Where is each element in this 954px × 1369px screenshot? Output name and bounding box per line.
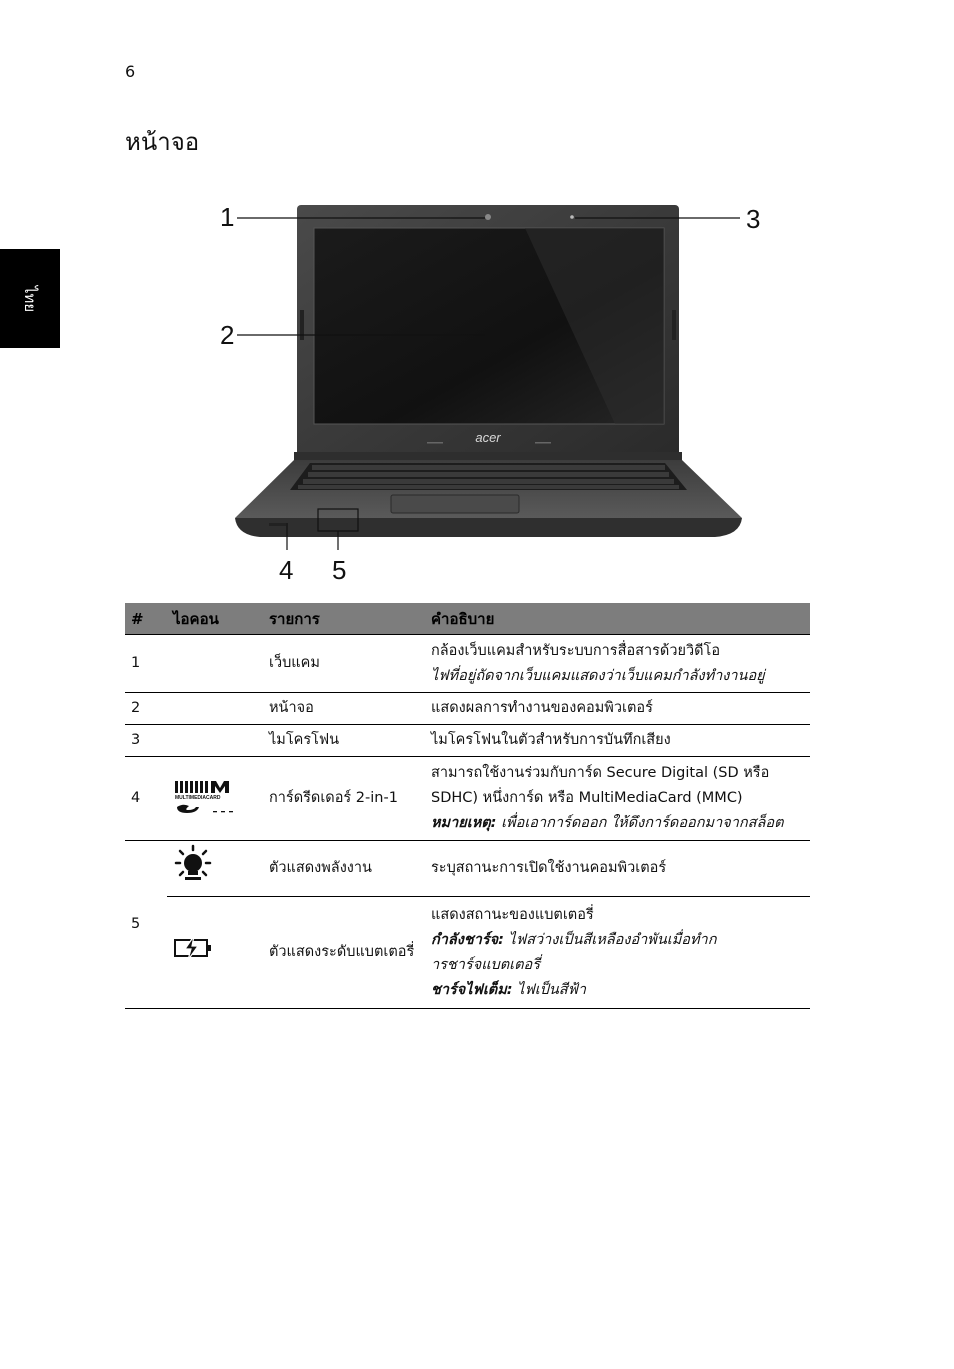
battery-charging-icon: [174, 935, 211, 961]
row-icon-cell: [167, 692, 263, 725]
card-reader-note: หมายเหตุ: เพื่อเอาการ์ดออก ให้ดึงการ์ดออ…: [431, 811, 804, 836]
row-description: แสดงผลการทำงานของคอมพิวเตอร์: [425, 692, 810, 725]
row-number: 2: [125, 692, 167, 725]
indicator-slot: [269, 523, 286, 526]
full-charge-desc: ชาร์จไฟเต็ม: ไฟเป็นสีฟ้า: [431, 978, 804, 1003]
card-reader-desc-line1: สามารถใช้งานร่วมกับการ์ด Secure Digital …: [431, 765, 770, 781]
row-icon-cell: [167, 840, 263, 897]
row-icon-cell: MULTIMEDIACARD: [167, 756, 263, 841]
full-charge-text: ไฟเป็นสีฟ้า: [512, 981, 587, 998]
table-row: 5 ตัวแสดงพลังงาน ระบุสถานะการเปิดใช้งานค…: [125, 840, 810, 1009]
row-number: 3: [125, 724, 167, 757]
row-item: หน้าจอ: [263, 692, 425, 725]
header-icon: ไอคอน: [167, 603, 263, 635]
row-item: ไมโครโฟน: [263, 724, 425, 757]
callout-4: 4: [279, 555, 294, 585]
table-row: 1 เว็บแคม กล้องเว็บแคมสำหรับระบบการสื่อส…: [125, 634, 810, 693]
language-tab-label: ไทย: [21, 285, 39, 312]
callout-5: 5: [332, 555, 347, 585]
card-reader-desc-line2: SDHC) หนึ่งการ์ด หรือ MultiMediaCard (MM…: [431, 790, 743, 806]
callout-3: 3: [746, 204, 761, 234]
language-side-tab: ไทย: [0, 249, 60, 348]
callout-2: 2: [220, 320, 235, 350]
table-row: 3 ไมโครโฟน ไมโครโฟนในตัวสำหรับการบันทึกเ…: [125, 724, 810, 757]
laptop-illustration: acer: [235, 205, 742, 550]
callout-1: 1: [220, 202, 235, 232]
page-title: หน้าจอ: [125, 128, 200, 156]
webcam-desc-line: กล้องเว็บแคมสำหรับระบบการสื่อสารด้วยวิดี…: [431, 642, 721, 659]
row-description: สามารถใช้งานร่วมกับการ์ด Secure Digital …: [425, 756, 810, 841]
table-row: 2 หน้าจอ แสดงผลการทำงานของคอมพิวเตอร์: [125, 692, 810, 725]
multimediacard-logo-text: MULTIMEDIACARD: [175, 795, 221, 801]
header-description: คำอธิบาย: [425, 603, 810, 635]
note-label: หมายเหตุ:: [431, 815, 497, 831]
charging-text: ไฟสว่างเป็นสีเหลืองอำพันเมื่อทำก: [503, 931, 717, 948]
laptop-front-view-figure: acer 1 2 3 4 5: [195, 165, 785, 585]
charging-text-continued: ารชาร์จแบตเตอรี่: [431, 956, 541, 973]
row-item: ตัวแสดงพลังงาน: [263, 840, 425, 897]
row-item: การ์ดรีดเดอร์ 2-in-1: [263, 756, 425, 841]
header-number: #: [125, 603, 167, 635]
table-row: ตัวแสดงระดับแบตเตอรี่ แสดงสถานะของแบตเตอ…: [125, 896, 810, 1009]
webcam-light-desc: ไฟที่อยู่ถัดจากเว็บแคมแสดงว่าเว็บแคมกำลั…: [431, 667, 765, 684]
laptop-front-edge: [235, 518, 742, 537]
charging-desc: กำลังชาร์จ: ไฟสว่างเป็นสีเหลืองอำพันเมื่…: [431, 928, 804, 953]
row-icon-cell: [167, 634, 263, 693]
row-description: ระบุสถานะการเปิดใช้งานคอมพิวเตอร์: [425, 840, 810, 897]
row-number: 5: [125, 840, 167, 1009]
header-item: รายการ: [263, 603, 425, 635]
microphone-hole: [570, 215, 574, 219]
row-item: เว็บแคม: [263, 634, 425, 693]
row-number: 1: [125, 634, 167, 693]
row-icon-cell: [167, 896, 263, 1009]
touchpad: [390, 494, 520, 514]
battery-desc-line: แสดงสถานะของแบตเตอรี่: [431, 906, 594, 923]
front-view-table: # ไอคอน รายการ คำอธิบาย 1 เว็บแคม กล้องเ…: [125, 603, 810, 1009]
row-description: แสดงสถานะของแบตเตอรี่ กำลังชาร์จ: ไฟสว่า…: [425, 896, 810, 1009]
page-number: 6: [125, 62, 136, 81]
power-light-icon: [174, 844, 212, 880]
row-description: กล้องเว็บแคมสำหรับระบบการสื่อสารด้วยวิดี…: [425, 634, 810, 693]
webcam-lens: [485, 214, 491, 220]
row-icon-cell: [167, 724, 263, 757]
note-text: เพื่อเอาการ์ดออก ให้ดึงการ์ดออกมาจากสล็อ…: [496, 815, 784, 831]
full-charge-label: ชาร์จไฟเต็ม:: [431, 981, 513, 998]
keyboard-keys: [298, 465, 679, 489]
table-header-row: # ไอคอน รายการ คำอธิบาย: [125, 603, 810, 635]
sd-mmc-card-icon: MULTIMEDIACARD: [175, 780, 233, 813]
table-row: 4 MULTIMEDIACARD การ์: [125, 756, 810, 841]
row-number: 4: [125, 756, 167, 841]
charging-label: กำลังชาร์จ:: [431, 931, 504, 948]
brand-logo: acer: [475, 430, 501, 445]
row-description: ไมโครโฟนในตัวสำหรับการบันทึกเสียง: [425, 724, 810, 757]
row-item: ตัวแสดงระดับแบตเตอรี่: [263, 896, 425, 1009]
screen-reflection: [525, 228, 664, 424]
